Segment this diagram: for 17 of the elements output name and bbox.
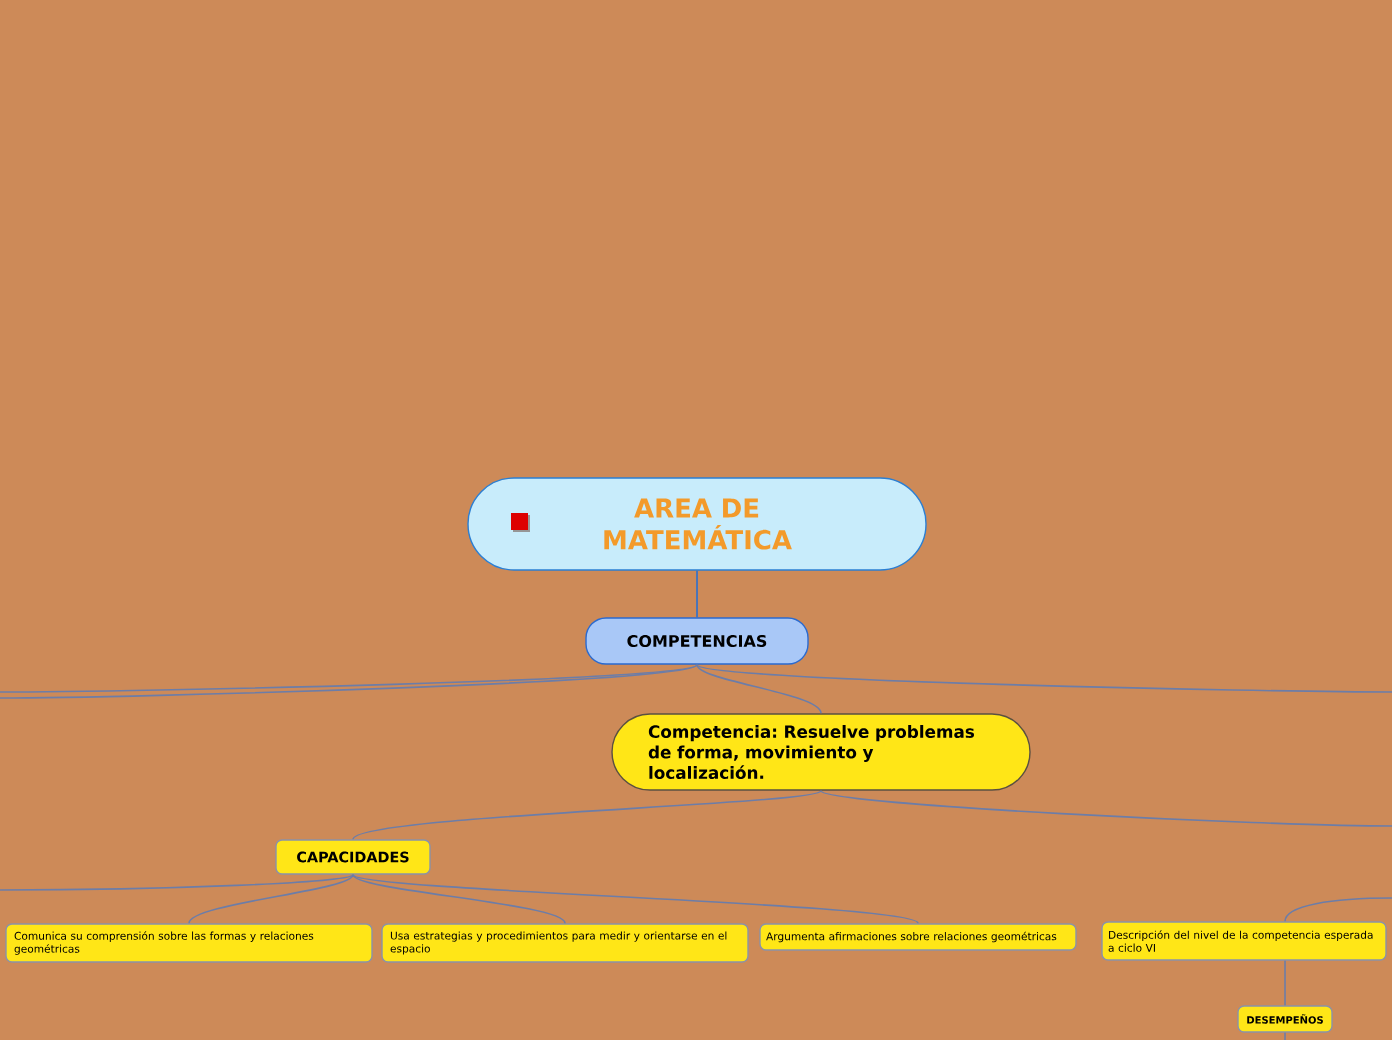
connector-line	[0, 663, 698, 693]
main-topic-box: AREA DE MATEMÁTICA	[467, 477, 927, 571]
connector-line	[0, 873, 354, 891]
connector-line	[1284, 959, 1286, 1007]
connector-line	[188, 873, 354, 925]
connector-line	[1284, 1031, 1286, 1040]
connector-line	[352, 789, 822, 841]
connector-line	[696, 663, 822, 715]
connector-line	[352, 873, 919, 925]
connector-line	[352, 873, 566, 925]
connector-line	[1284, 897, 1392, 923]
connector-line	[696, 663, 1392, 693]
connector-line	[820, 789, 1392, 827]
topic-box: COMPETENCIAS	[585, 617, 809, 665]
connector-line	[0, 663, 698, 699]
topic-box: Competencia: Resuelve problemas de forma, movimiento y localización.	[611, 713, 1031, 791]
connector-line	[696, 569, 698, 619]
